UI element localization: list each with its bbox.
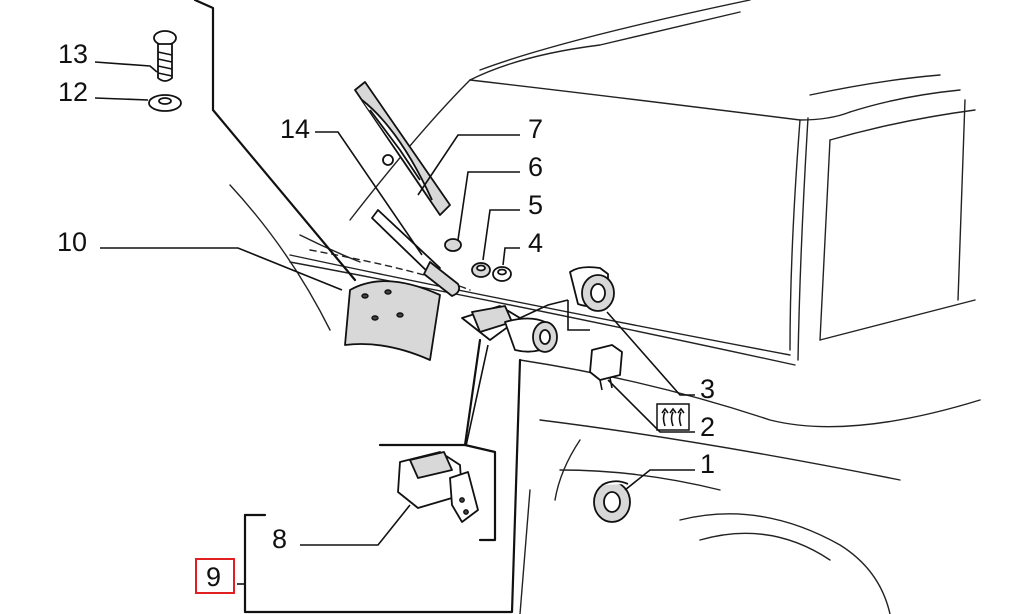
screw-part-13 [153, 30, 177, 82]
callout-9-highlighted[interactable]: 9 [195, 558, 245, 594]
callout-12: 12 [58, 77, 88, 107]
callout-6: 6 [528, 152, 543, 182]
wiper-motor [461, 305, 558, 353]
callout-2: 2 [700, 412, 715, 442]
grommet-part-1 [593, 480, 631, 523]
callout-13: 13 [58, 39, 88, 69]
leader-lines [94, 61, 695, 546]
callout-7: 7 [528, 114, 543, 144]
callout-9: 9 [206, 562, 221, 592]
callout-3: 3 [700, 374, 715, 404]
assembly-bracket-lines [193, 0, 522, 614]
callout-14: 14 [280, 114, 310, 144]
grommet-part-3 [569, 266, 615, 312]
callout-10: 10 [57, 227, 87, 257]
wiper-arm-part-14 [371, 209, 461, 297]
washer-part-4 [492, 266, 512, 282]
callout-8: 8 [272, 524, 287, 554]
cover-part-10 [344, 280, 441, 361]
callout-5: 5 [528, 190, 543, 220]
cap-part-6 [444, 238, 462, 252]
callout-1: 1 [700, 449, 715, 479]
nut-part-5 [471, 262, 491, 278]
rear-defrost-icon [656, 403, 690, 431]
control-module-part-8 [397, 451, 479, 523]
callout-4: 4 [528, 228, 543, 258]
washer-part-12 [148, 94, 182, 112]
relay-part-2 [589, 344, 623, 391]
